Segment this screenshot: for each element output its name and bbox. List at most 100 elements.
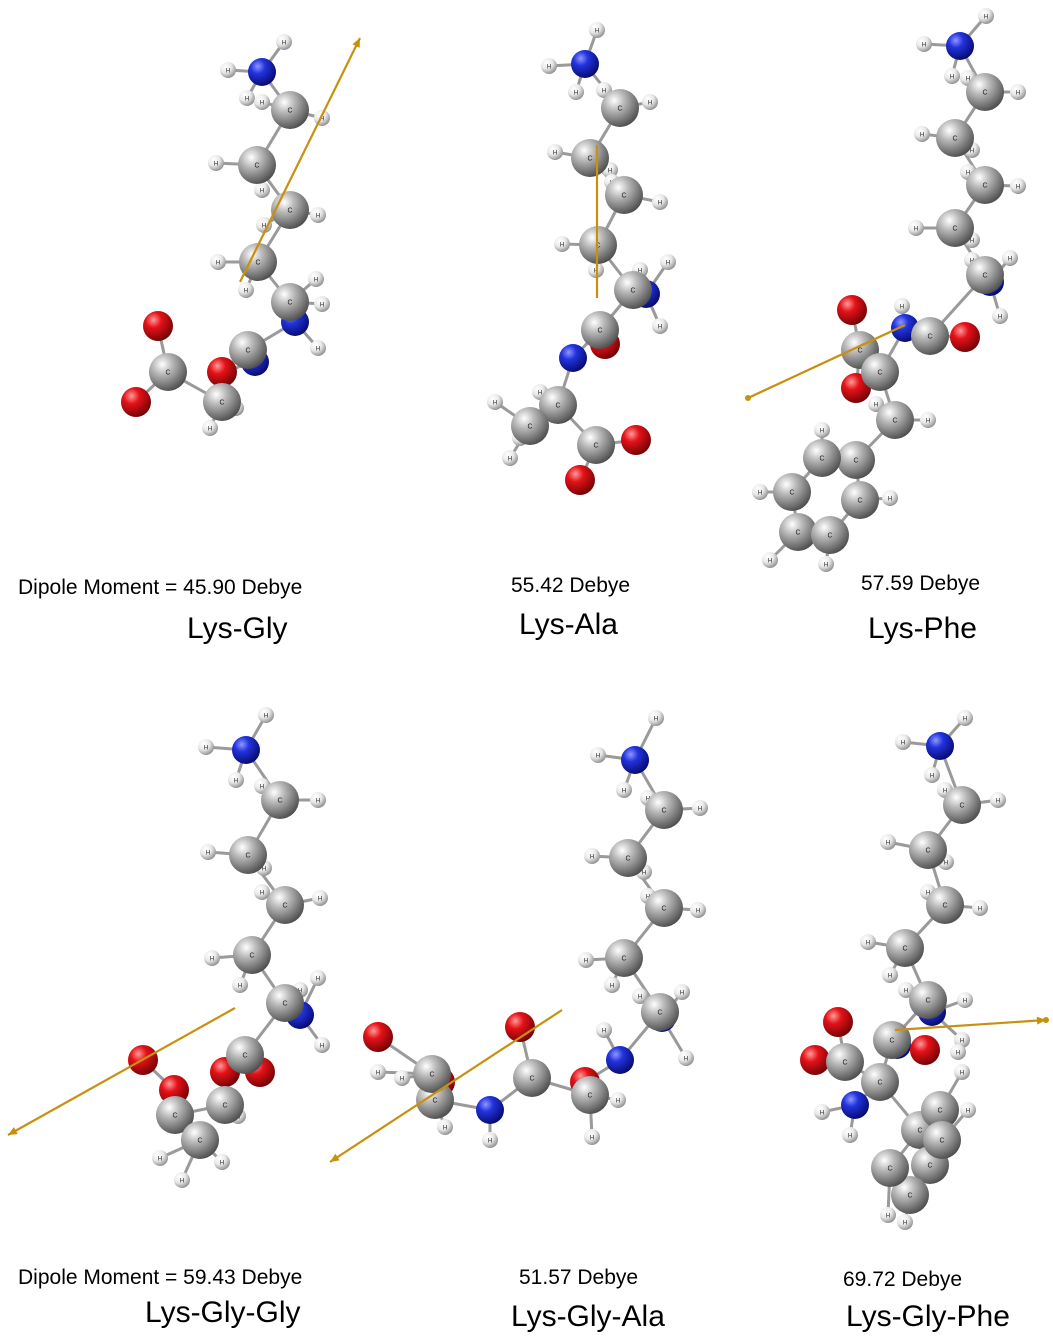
hydrogen-atom-label: H xyxy=(596,754,600,760)
hydrogen-atom-label: H xyxy=(944,861,948,867)
carbon-atom-label: C xyxy=(857,498,862,505)
hydrogen-atom-label: H xyxy=(260,189,264,195)
carbon-atom-label: C xyxy=(827,533,832,540)
nitrogen-atom xyxy=(476,1096,504,1124)
hydrogen-atom xyxy=(895,734,911,750)
hydrogen-atom xyxy=(916,36,932,52)
hydrogen-atom-label: H xyxy=(960,1071,964,1077)
hydrogen-atom-label: H xyxy=(758,491,762,497)
carbon-atom xyxy=(156,1096,194,1134)
oxygen-atom xyxy=(565,465,595,495)
hydrogen-atom xyxy=(198,739,214,755)
carbon-atom xyxy=(614,271,652,309)
hydrogen-atom xyxy=(232,977,248,993)
hydrogen-atom-label: H xyxy=(903,1221,907,1227)
hydrogen-atom-label: H xyxy=(966,1109,970,1115)
hydrogen-atom xyxy=(882,490,898,506)
hydrogen-atom-label: H xyxy=(963,999,967,1005)
carbon-atom xyxy=(203,383,241,421)
molecule-name-lys-gly: Lys-Gly xyxy=(187,612,288,645)
carbon-atom-label: C xyxy=(197,1138,202,1145)
hydrogen-atom xyxy=(897,1214,913,1230)
hydrogen-atom xyxy=(310,340,326,356)
carbon-atom-label: C xyxy=(819,456,824,463)
dipole-arrow-shaft xyxy=(239,37,361,283)
carbon-atom xyxy=(811,516,849,554)
dipole-arrow xyxy=(239,37,361,283)
hydrogen-atom-label: H xyxy=(866,941,870,947)
hydrogen-atom-label: H xyxy=(820,429,824,435)
hydrogen-atom-label: H xyxy=(966,171,970,177)
hydrogen-atom xyxy=(487,394,503,410)
hydrogen-atom-label: H xyxy=(508,457,512,463)
carbon-atom-label: C xyxy=(245,348,250,355)
carbon-atom xyxy=(239,243,277,281)
carbon-atom xyxy=(513,1059,551,1097)
hydrogen-atom xyxy=(860,934,876,950)
carbon-atom-label: C xyxy=(917,1128,922,1135)
hydrogen-atom xyxy=(642,94,658,110)
nitrogen-atom xyxy=(606,1046,634,1074)
carbon-atom-label: C xyxy=(982,90,987,97)
hydrogen-atom-label: H xyxy=(262,224,266,230)
hydrogen-atom-label: H xyxy=(316,799,320,805)
hydrogen-atom-label: H xyxy=(314,278,318,284)
carbon-atom-label: C xyxy=(959,803,964,810)
carbon-atom-label: C xyxy=(927,334,932,341)
hydrogen-atom-label: H xyxy=(998,315,1002,321)
hydrogen-atom xyxy=(314,296,330,312)
hydrogen-atom-label: H xyxy=(214,162,218,168)
hydrogen-atom xyxy=(437,1119,453,1135)
hydrogen-atom xyxy=(924,767,940,783)
hydrogen-atom-label: H xyxy=(316,214,320,220)
hydrogen-atom-label: H xyxy=(238,984,242,990)
carbon-atom xyxy=(511,407,549,445)
hydrogen-atom xyxy=(202,420,218,436)
dipole-arrow-head xyxy=(352,38,360,48)
hydrogen-atom xyxy=(992,308,1008,324)
hydrogen-atom xyxy=(547,144,563,160)
carbon-atom-label: C xyxy=(927,1163,932,1170)
carbon-atom xyxy=(921,1091,959,1129)
dipole-moment-lys-gly-gly: Dipole Moment = 59.43 Debye xyxy=(18,1266,303,1289)
hydrogen-atom xyxy=(590,747,606,763)
carbon-atom xyxy=(238,146,276,184)
hydrogen-atom xyxy=(604,977,620,993)
hydrogen-atom-label: H xyxy=(376,1071,380,1077)
hydrogen-atom-label: H xyxy=(206,851,210,857)
hydrogen-atom-label: H xyxy=(443,1126,447,1132)
hydrogen-atom xyxy=(818,556,834,572)
nitrogen-atom xyxy=(841,1091,869,1119)
hydrogen-atom xyxy=(957,992,973,1008)
hydrogen-atom xyxy=(762,552,778,568)
hydrogen-atom xyxy=(1010,178,1026,194)
carbon-atom-label: C xyxy=(282,903,287,910)
carbon-atom xyxy=(837,441,875,479)
carbon-atom xyxy=(773,473,811,511)
hydrogen-atom xyxy=(502,450,518,466)
hydrogen-atom xyxy=(914,126,930,142)
carbon-atom-label: C xyxy=(630,288,635,295)
hydrogen-atom xyxy=(880,1207,896,1223)
hydrogen-atom-label: H xyxy=(616,1099,620,1105)
hydrogen-atom-label: H xyxy=(874,403,878,409)
carbon-atom xyxy=(909,831,947,869)
carbon-atom-label: C xyxy=(529,1076,534,1083)
carbon-atom xyxy=(609,839,647,877)
hydrogen-atom xyxy=(908,220,924,236)
carbon-atom xyxy=(605,176,643,214)
carbon-atom xyxy=(886,929,924,967)
dipole-arrow-head xyxy=(1036,1016,1046,1025)
hydrogen-atom xyxy=(1002,250,1018,266)
hydrogen-atom xyxy=(238,282,254,298)
oxygen-atom xyxy=(800,1045,830,1075)
carbon-atom-label: C xyxy=(842,1060,847,1067)
hydrogen-atom-label: H xyxy=(956,1051,960,1057)
hydrogen-atom xyxy=(920,412,936,428)
carbon-atom xyxy=(229,331,267,369)
hydrogen-atom xyxy=(652,194,668,210)
